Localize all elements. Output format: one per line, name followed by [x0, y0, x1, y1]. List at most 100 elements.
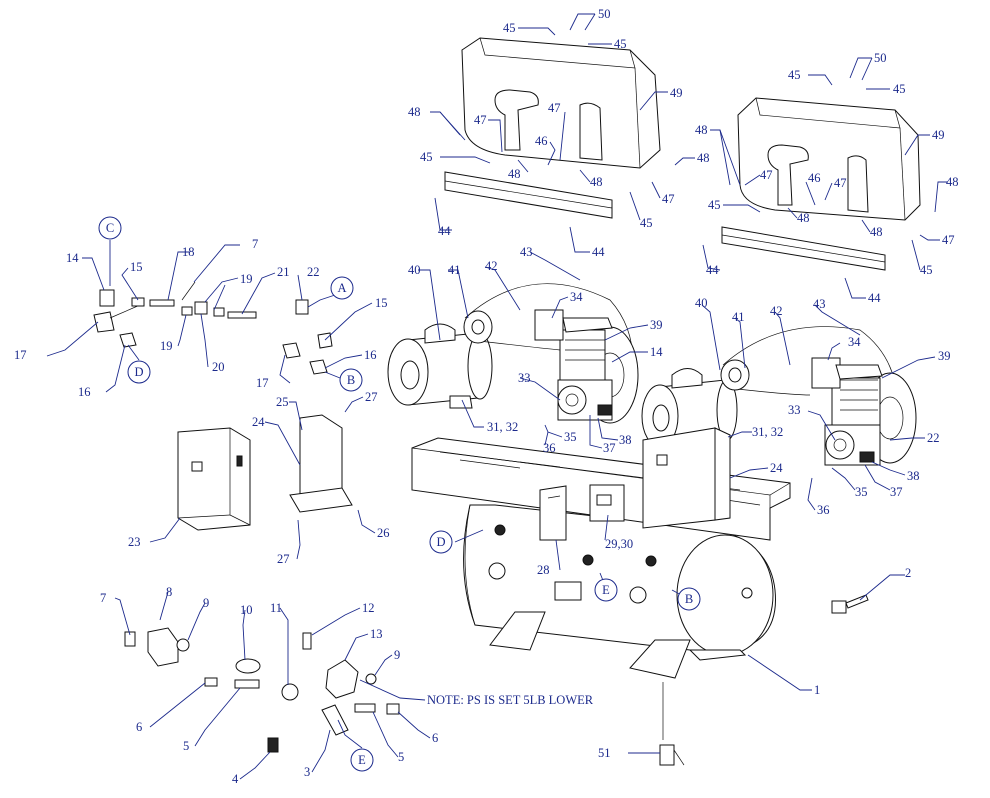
label-8: 8 [166, 585, 172, 599]
label-48: 48 [697, 151, 710, 165]
label-37: 37 [890, 485, 903, 499]
pump-1 [534, 309, 639, 424]
label-19: 19 [160, 339, 173, 353]
label-44: 44 [592, 245, 605, 259]
pump-2 [811, 357, 917, 466]
label-3: 3 [304, 765, 310, 779]
label-4: 4 [232, 772, 239, 786]
starter-box [642, 427, 731, 529]
label-48: 48 [590, 175, 603, 189]
label-48-right: 48 [946, 175, 959, 189]
label-48: 48 [870, 225, 883, 239]
air-tank [463, 504, 776, 679]
label-9: 9 [203, 596, 209, 610]
label-17: 17 [256, 376, 269, 390]
label-49: 49 [670, 86, 683, 100]
label-19: 19 [240, 272, 253, 286]
label-39: 39 [650, 318, 663, 332]
pressure-switch [589, 484, 625, 522]
regulator-bracket [539, 485, 567, 541]
label-13: 13 [370, 627, 383, 641]
label-7: 7 [252, 237, 258, 251]
label-47: 47 [834, 176, 847, 190]
label-16: 16 [364, 348, 377, 362]
label-40: 40 [695, 296, 708, 310]
callout-d-tank: D [436, 535, 445, 549]
label-36: 36 [543, 441, 556, 455]
label-33: 33 [518, 371, 531, 385]
label-31-32: 31, 32 [487, 420, 518, 434]
label-28: 28 [537, 563, 550, 577]
label-37: 37 [603, 441, 616, 455]
drain-valve [659, 682, 685, 766]
label-50: 50 [874, 51, 887, 65]
label-47: 47 [662, 192, 675, 206]
label-39: 39 [938, 349, 951, 363]
control-box [177, 427, 251, 531]
label-45: 45 [503, 21, 516, 35]
callout-d-left: D [134, 365, 143, 379]
label-2: 2 [905, 566, 911, 580]
label-48: 48 [797, 211, 810, 225]
label-38: 38 [907, 469, 920, 483]
callout-c: C [106, 221, 114, 235]
label-16: 16 [78, 385, 91, 399]
label-51: 51 [598, 746, 611, 760]
callout-d-circle-tank [429, 530, 453, 554]
label-15: 15 [130, 260, 143, 274]
label-7: 7 [100, 591, 106, 605]
label-35: 35 [855, 485, 868, 499]
label-35: 35 [564, 430, 577, 444]
label-45: 45 [420, 150, 433, 164]
label-50: 50 [598, 7, 611, 21]
label-34: 34 [848, 335, 861, 349]
label-42: 42 [770, 304, 783, 318]
label-46: 46 [808, 171, 821, 185]
callout-b-tank: B [685, 592, 693, 606]
unloader-piping [93, 281, 333, 375]
label-36: 36 [817, 503, 830, 517]
label-33: 33 [788, 403, 801, 417]
label-47: 47 [548, 101, 561, 115]
callout-e-lower: E [358, 753, 366, 767]
callout-c-circle [98, 216, 122, 240]
label-48: 48 [408, 105, 421, 119]
connection-callouts: C A D B D E B E [98, 216, 701, 772]
callout-e-circle-tank [594, 578, 618, 602]
belt-guard-1 [444, 37, 661, 219]
callout-a: A [337, 281, 346, 295]
label-44: 44 [438, 224, 451, 238]
label-27: 27 [365, 390, 378, 404]
label-5: 5 [183, 739, 189, 753]
label-1: 1 [814, 683, 820, 697]
label-23: 23 [128, 535, 141, 549]
label-14: 14 [66, 251, 79, 265]
label-18: 18 [182, 245, 195, 259]
callout-e-tank: E [602, 583, 610, 597]
label-27: 27 [277, 552, 290, 566]
label-17: 17 [14, 348, 27, 362]
label-49: 49 [932, 128, 945, 142]
label-45: 45 [893, 82, 906, 96]
part-number-labels: 45 50 45 49 48 47 47 46 45 48 48 48 47 4… [14, 7, 959, 786]
label-20: 20 [212, 360, 225, 374]
leader-lines [46, 13, 948, 780]
label-29-30: 29,30 [605, 537, 633, 551]
label-42: 42 [485, 259, 498, 273]
callout-a-circle [330, 276, 354, 300]
label-45: 45 [640, 216, 653, 230]
label-25: 25 [276, 395, 289, 409]
label-24: 24 [770, 461, 783, 475]
label-15: 15 [375, 296, 388, 310]
label-45: 45 [788, 68, 801, 82]
callout-d-circle-left [127, 360, 151, 384]
pilot-valve-assembly [124, 627, 400, 753]
label-48: 48 [508, 167, 521, 181]
label-47-right: 47 [942, 233, 955, 247]
label-41: 41 [448, 263, 461, 277]
label-26: 26 [377, 526, 390, 540]
label-9: 9 [394, 648, 400, 662]
callout-e-circle-lower [350, 748, 374, 772]
label-6: 6 [136, 720, 142, 734]
